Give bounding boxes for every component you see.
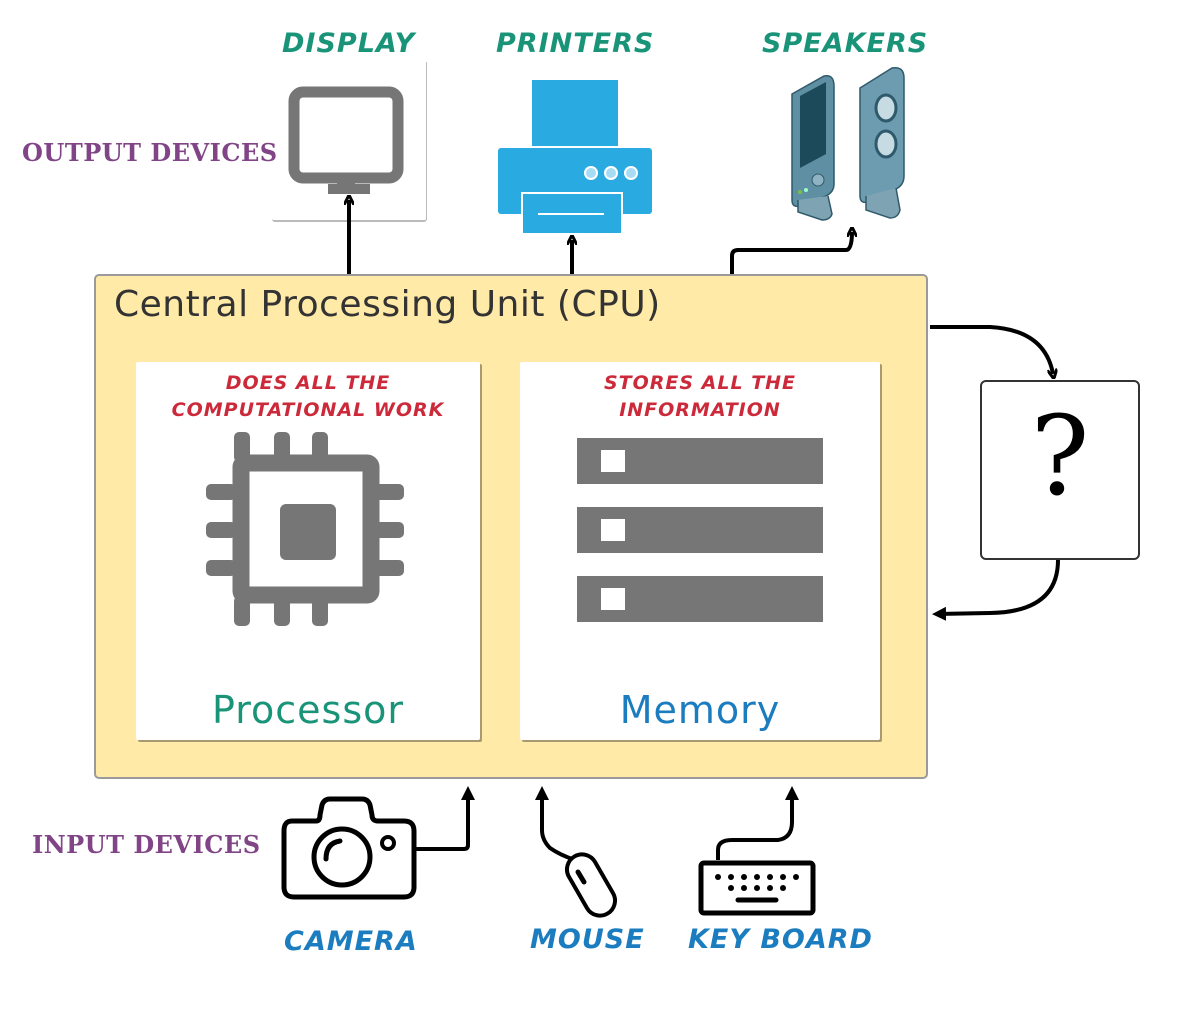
memory-slot [577,507,823,553]
camera-label: CAMERA [284,926,418,957]
mouse-label: MOUSE [530,924,645,955]
arrow-cpu-to-speakers [730,232,852,274]
processor-card: DOES ALL THE COMPUTATIONAL WORK Processo… [136,362,480,740]
processor-caption: DOES ALL THE COMPUTATIONAL WORK [136,370,480,424]
processor-name: Processor [211,688,405,732]
chip-icon [206,432,404,626]
memory-caption-line2: INFORMATION [619,399,781,421]
question-mark-icon: ? [1030,392,1090,520]
printer-icon [498,80,652,235]
arrow-mouse-to-cpu [535,786,576,862]
memory-name: Memory [619,688,781,732]
processor-caption-line2: COMPUTATIONAL WORK [171,399,445,421]
camera-icon [281,796,417,900]
cpu-title: Central Processing Unit (CPU) [114,284,661,325]
memory-slot [577,576,823,622]
mouse-icon [565,852,617,918]
memory-slot [577,438,823,484]
printers-label: PRINTERS [496,28,655,59]
unknown-device-box: ? [980,380,1140,560]
arrow-cpu-to-unknown [930,325,1053,374]
memory-caption-line1: STORES ALL THE [603,372,797,394]
right-speaker [859,66,905,219]
display-label: DISPLAY [282,28,416,59]
arrow-camera-to-cpu [416,786,475,851]
speakers-icon [791,66,905,221]
keyboard-label: KEY BOARD [688,924,873,955]
memory-stack-icon [577,438,823,622]
left-speaker [791,74,835,221]
output-devices-label: OUTPUT DEVICES [22,138,278,167]
keyboard-icon [698,860,816,916]
arrow-keyboard-to-cpu [716,786,799,860]
memory-card: STORES ALL THE INFORMATION Memory [520,362,880,740]
monitor-icon [288,86,404,194]
input-devices-label: INPUT DEVICES [32,830,261,859]
arrow-unknown-to-cpu [932,559,1060,621]
processor-caption-line1: DOES ALL THE [225,372,391,394]
memory-caption: STORES ALL THE INFORMATION [520,370,880,424]
speakers-label: SPEAKERS [762,28,929,59]
